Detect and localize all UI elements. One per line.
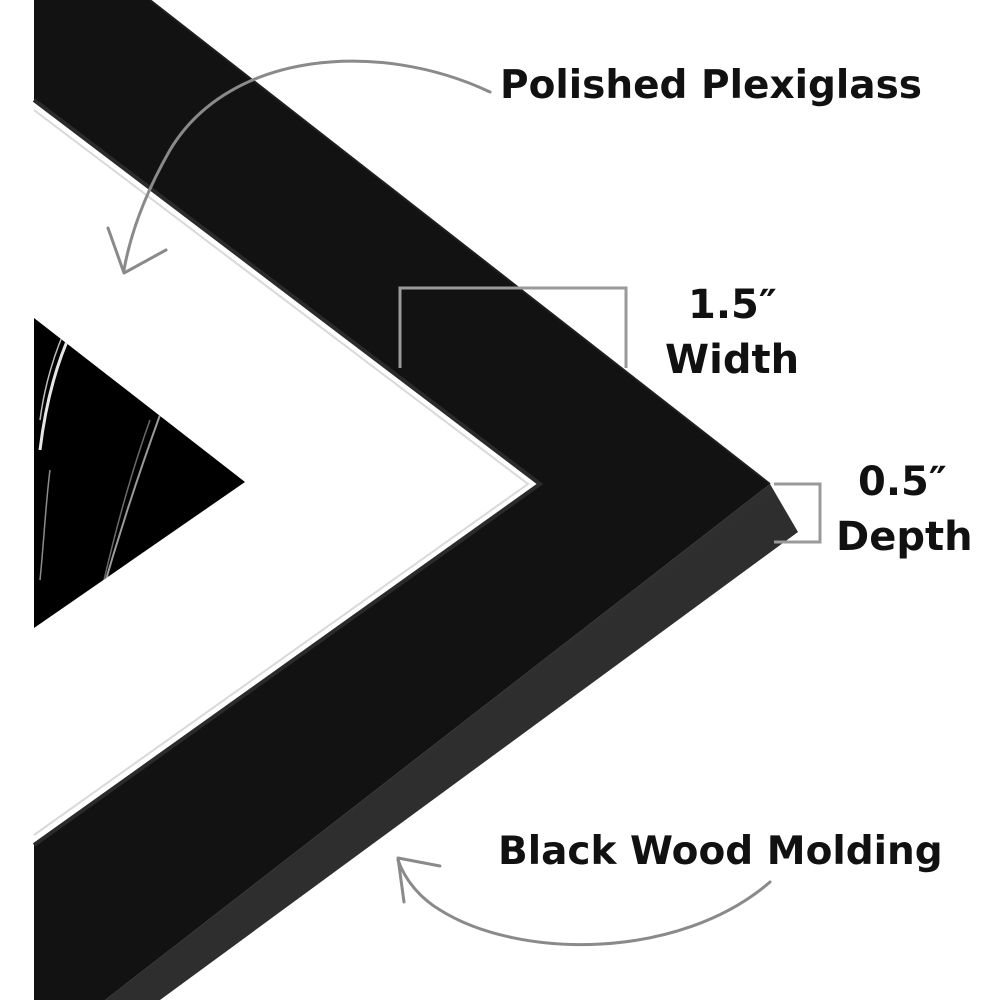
depth-name-label: Depth xyxy=(836,514,973,560)
black-wood-molding-label: Black Wood Molding xyxy=(498,829,943,874)
plexiglass-callout-arrow xyxy=(122,59,492,272)
plexiglass-arrowhead-icon xyxy=(106,226,168,275)
depth-value-label: 0.5″ xyxy=(858,459,947,505)
molding-callout-arrow xyxy=(396,858,772,947)
molding-arrowhead-icon xyxy=(396,856,442,904)
width-value-label: 1.5″ xyxy=(688,282,777,328)
width-bracket xyxy=(398,286,628,368)
mat-edge-shadow xyxy=(33,109,530,836)
white-mat xyxy=(34,110,528,835)
black-wood-frame xyxy=(34,0,770,1000)
polished-plexiglass-label: Polished Plexiglass xyxy=(500,63,922,108)
width-name-label: Width xyxy=(665,337,800,383)
frame-inner-bevel xyxy=(32,98,544,847)
depth-bracket xyxy=(774,482,822,544)
frame-depth-edge xyxy=(105,484,798,1000)
